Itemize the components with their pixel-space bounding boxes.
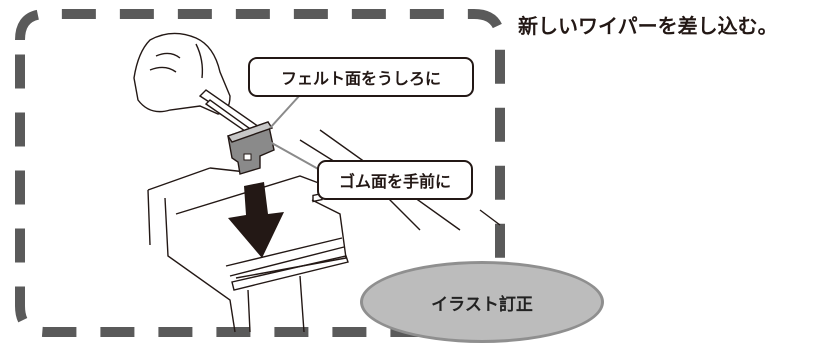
callout-rubber-side: ゴム面を手前に <box>317 160 473 200</box>
callout-felt-side: フェルト面をうしろに <box>248 57 474 97</box>
correction-badge: イラスト訂正 <box>360 261 604 343</box>
hand-with-tweezers-illustration <box>133 32 264 142</box>
down-arrow-icon <box>228 182 284 258</box>
instruction-text: 新しいワイパーを差し込む。 <box>518 14 778 38</box>
wiper-part-illustration <box>226 121 275 175</box>
callout-leaders <box>269 94 321 171</box>
